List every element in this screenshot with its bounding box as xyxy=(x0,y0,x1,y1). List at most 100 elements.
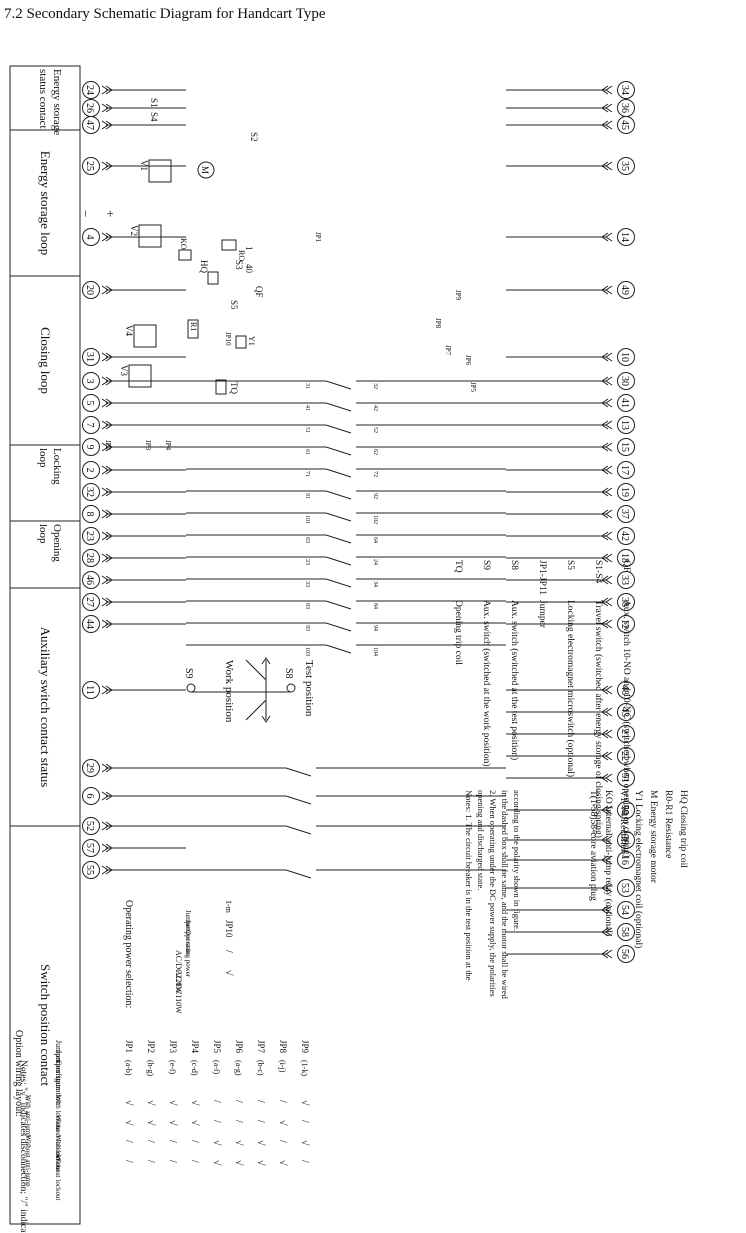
terminal-circle xyxy=(617,394,635,412)
travel-arrow xyxy=(261,657,271,723)
label-test-position: Test position xyxy=(303,660,315,717)
label-jp4: JP4 xyxy=(164,440,172,451)
terminal-number: 21 xyxy=(619,729,630,739)
wiring-cell: √ xyxy=(145,1100,156,1106)
section-label: Closing loop xyxy=(38,327,53,394)
label-ko: KO xyxy=(179,238,188,250)
contact-number: 61 xyxy=(304,449,310,455)
power-row-value: √ xyxy=(223,970,234,976)
plug-arrow xyxy=(101,791,113,801)
wiring-cell: / xyxy=(277,1100,288,1103)
label-hq: HQ xyxy=(199,260,209,273)
terminal-number: 34 xyxy=(619,85,630,95)
wiring-cell: / xyxy=(167,1160,178,1163)
plug-arrow xyxy=(601,835,613,845)
wiring-col-header: JP8 xyxy=(278,1040,288,1054)
wiring-subcolumn: (h-g) xyxy=(146,1060,155,1076)
switch-blade xyxy=(285,795,312,805)
terminal-circle xyxy=(617,416,635,434)
terminal-number: 26 xyxy=(84,103,95,113)
legend-right-key: JP1-JP11 xyxy=(537,560,547,595)
wiring-col-header: JP6 xyxy=(234,1040,244,1054)
wiring-cell: / xyxy=(189,1140,200,1143)
terminal-circle xyxy=(82,394,100,412)
wiring-cell: √ xyxy=(211,1140,222,1146)
wiring-subcolumn: (e-f) xyxy=(168,1060,177,1075)
label-jp9: JP9 xyxy=(454,290,462,301)
label-motor: M xyxy=(200,166,210,174)
terminal-number: 45 xyxy=(619,120,630,130)
switch-blade xyxy=(325,424,352,434)
terminal-circle xyxy=(82,116,100,134)
contact-number: 52 xyxy=(372,427,378,433)
terminal-number: 33 xyxy=(619,575,630,585)
label-terminal-40: 40 xyxy=(244,264,254,274)
switch-blade xyxy=(325,556,352,566)
bus-lines xyxy=(106,89,606,955)
label-v4: V4 xyxy=(124,325,134,336)
switch-blade xyxy=(325,468,352,478)
section-label: Switch position contact xyxy=(38,964,53,1086)
wiring-subcolumn: (a-g) xyxy=(234,1060,243,1076)
plug-arrow xyxy=(601,707,613,717)
plug-arrow xyxy=(101,763,113,773)
wiring-cell: √ xyxy=(277,1120,288,1126)
wiring-group: With anti-jump xyxy=(24,1095,32,1138)
terminal-circle xyxy=(617,593,635,611)
wiring-cell: / xyxy=(189,1160,200,1163)
legend-right-value: Aux. switch 10-NO and 10-NC (switched wh… xyxy=(621,600,632,858)
plug-arrow xyxy=(601,949,613,959)
label-jp5: JP5 xyxy=(469,382,477,393)
power-col-header: JP10 xyxy=(224,920,234,938)
wiring-cell: / xyxy=(211,1120,222,1123)
legend-right-value: Travel switch (switched after energy sto… xyxy=(593,600,604,838)
wiring-subcolumn: (1-k) xyxy=(300,1060,309,1076)
plug-arrow xyxy=(601,487,613,497)
label-s8: S8 xyxy=(283,668,294,679)
legend-right-key: S9 xyxy=(481,560,491,570)
contact-number: 71 xyxy=(304,471,310,477)
terminal-number: 22 xyxy=(619,751,630,761)
legend-middle-item: R0-R1 Resistance xyxy=(663,790,673,858)
terminal-number: 43 xyxy=(619,707,630,717)
terminal-circle xyxy=(617,879,635,897)
terminal-circle xyxy=(617,703,635,721)
terminal-circle xyxy=(617,505,635,523)
power-table-note: 1-m xyxy=(224,900,233,914)
legend-right-value: Jumper xyxy=(537,600,547,629)
plug-arrow xyxy=(101,465,113,475)
wiring-col-header: JP7 xyxy=(256,1040,266,1054)
terminal-circle xyxy=(617,831,635,849)
legend-middle-item: Y1 Locking electromagnet coil (optional) xyxy=(633,790,644,948)
contact-number: 103 xyxy=(304,647,310,656)
label-s9: S9 xyxy=(183,668,194,679)
switch-blade xyxy=(325,380,352,390)
label-jp10: JP10 xyxy=(224,332,232,346)
label-jp7: JP7 xyxy=(444,345,452,356)
wiring-subcolumn: (a-f) xyxy=(212,1060,221,1075)
terminal-circle xyxy=(617,769,635,787)
terminal-number: 14 xyxy=(619,232,630,242)
rectifier-v4 xyxy=(133,324,157,348)
wiring-corner-conf: Configuration xyxy=(54,1060,63,1105)
wiring-cell: √ xyxy=(145,1120,156,1126)
wiring-subcolumn: (c-d) xyxy=(190,1060,199,1076)
resistor-r0 xyxy=(221,239,237,251)
terminal-number: 6 xyxy=(84,794,95,799)
terminal-number: 30 xyxy=(619,376,630,386)
terminal-circle xyxy=(617,483,635,501)
plug-arrow xyxy=(101,85,113,95)
terminal-circle xyxy=(82,759,100,777)
wiring-cell: / xyxy=(123,1160,134,1163)
terminal-circle xyxy=(82,615,100,633)
label-y1: Y1 xyxy=(247,336,256,346)
terminal-number: 25 xyxy=(84,161,95,171)
plug-arrow xyxy=(601,420,613,430)
section-label: Opening xyxy=(51,524,63,562)
section-label: Energy storage xyxy=(51,69,63,135)
power-header-jumper: Jumper xyxy=(184,910,192,931)
terminal-number: 53 xyxy=(619,883,630,893)
plug-arrow xyxy=(601,927,613,937)
